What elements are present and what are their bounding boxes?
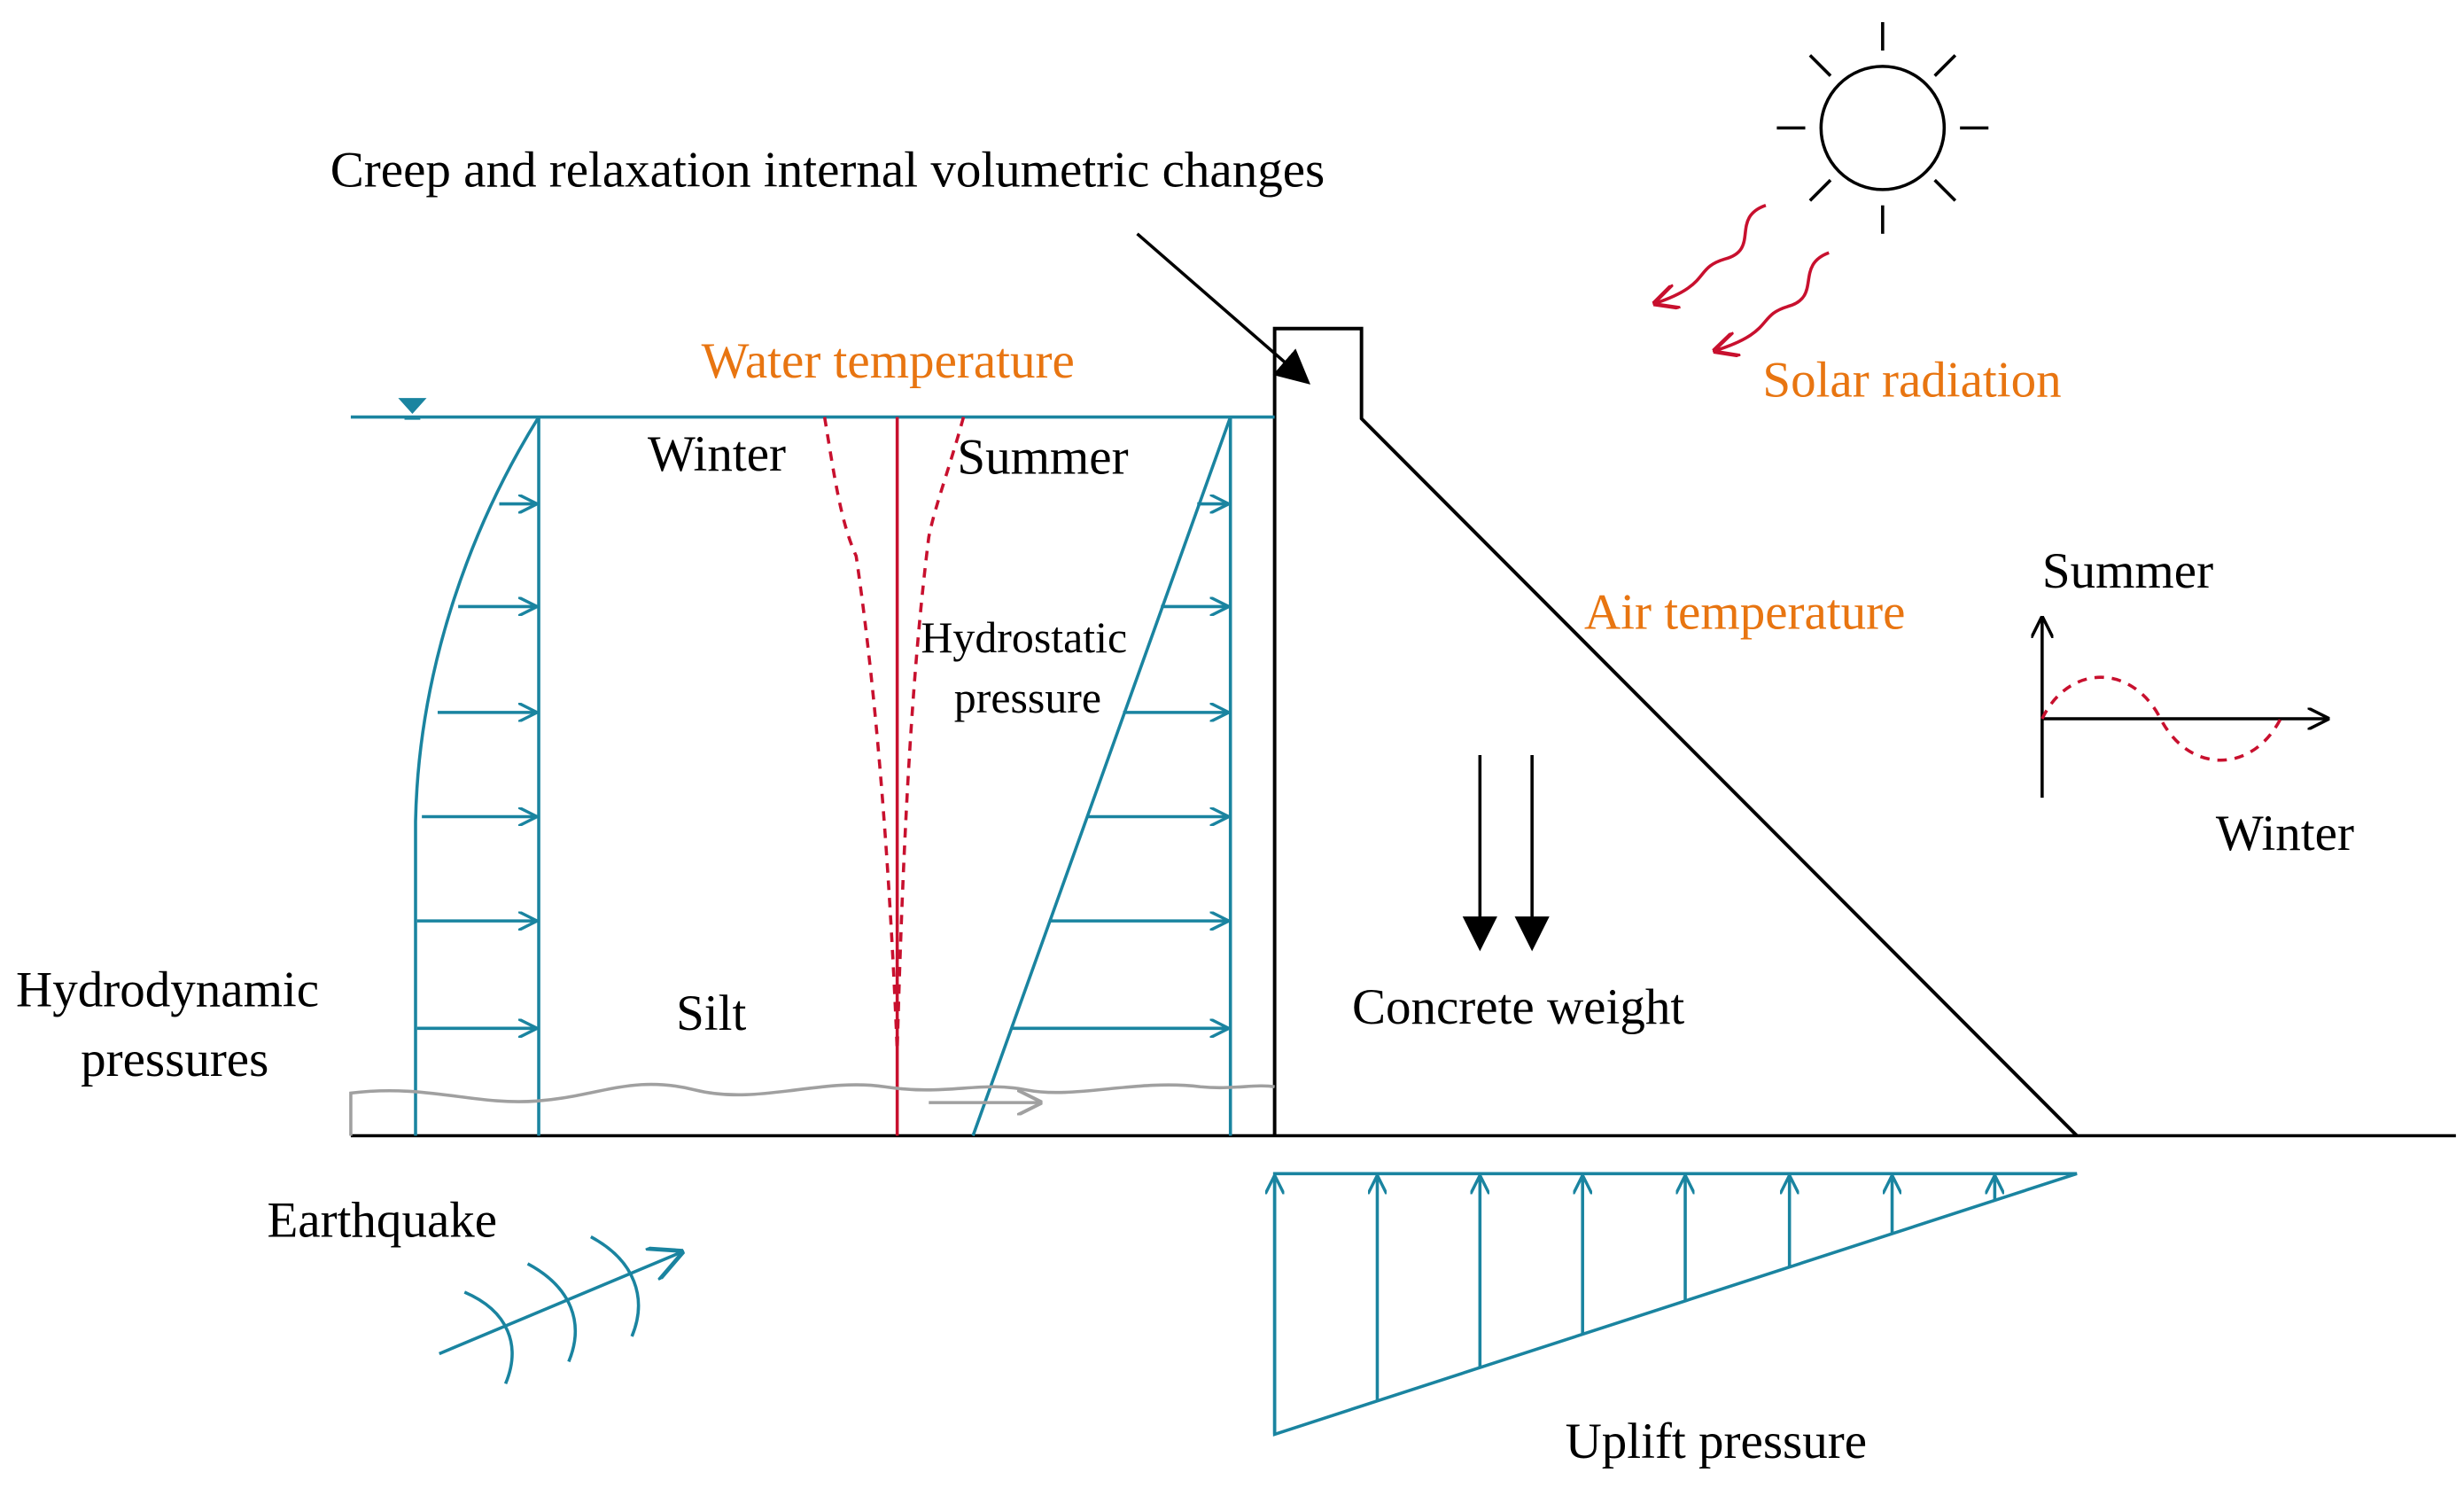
uplift-pressure-distribution [1275, 1172, 2078, 1437]
air-temperature-graph [2042, 616, 2330, 799]
water-temperature-profile [822, 417, 966, 1136]
hydrodynamic-pressure-distribution [414, 416, 540, 1136]
solar-radiation-rays [1655, 204, 1830, 351]
earthquake-wave-icon [439, 1235, 684, 1385]
water-level-triangle-icon [398, 398, 427, 420]
uplift-pressure-label: Uplift pressure [1566, 1414, 1867, 1469]
hydrodynamic-label-line2: pressures [81, 1032, 268, 1087]
concrete-weight-arrows [1462, 754, 1550, 952]
winter-right-label: Winter [2216, 806, 2354, 861]
air-temperature-label: Air temperature [1584, 584, 1906, 640]
winter-left-label: Winter [648, 426, 786, 482]
hydrodynamic-label-line1: Hydrodynamic [16, 962, 319, 1017]
hydrostatic-label-line2: pressure [954, 674, 1101, 722]
dam-profile [1272, 326, 2079, 1137]
summer-left-label: Summer [957, 430, 1128, 486]
concrete-weight-label: Concrete weight [1352, 979, 1684, 1035]
hydrostatic-pressure-distribution [971, 416, 1232, 1137]
sun-icon [1776, 21, 1989, 234]
silt-label: Silt [676, 986, 746, 1041]
creep-pointer-arrow [1136, 232, 1311, 385]
earthquake-label: Earthquake [267, 1193, 497, 1249]
solar-radiation-label: Solar radiation [1762, 352, 2061, 408]
creep-label: Creep and relaxation internal volumetric… [330, 142, 1325, 198]
water-temperature-label: Water temperature [702, 333, 1075, 389]
silt-layer [349, 1082, 1275, 1136]
hydrostatic-label-line1: Hydrostatic [921, 613, 1127, 662]
summer-right-label: Summer [2042, 543, 2213, 599]
